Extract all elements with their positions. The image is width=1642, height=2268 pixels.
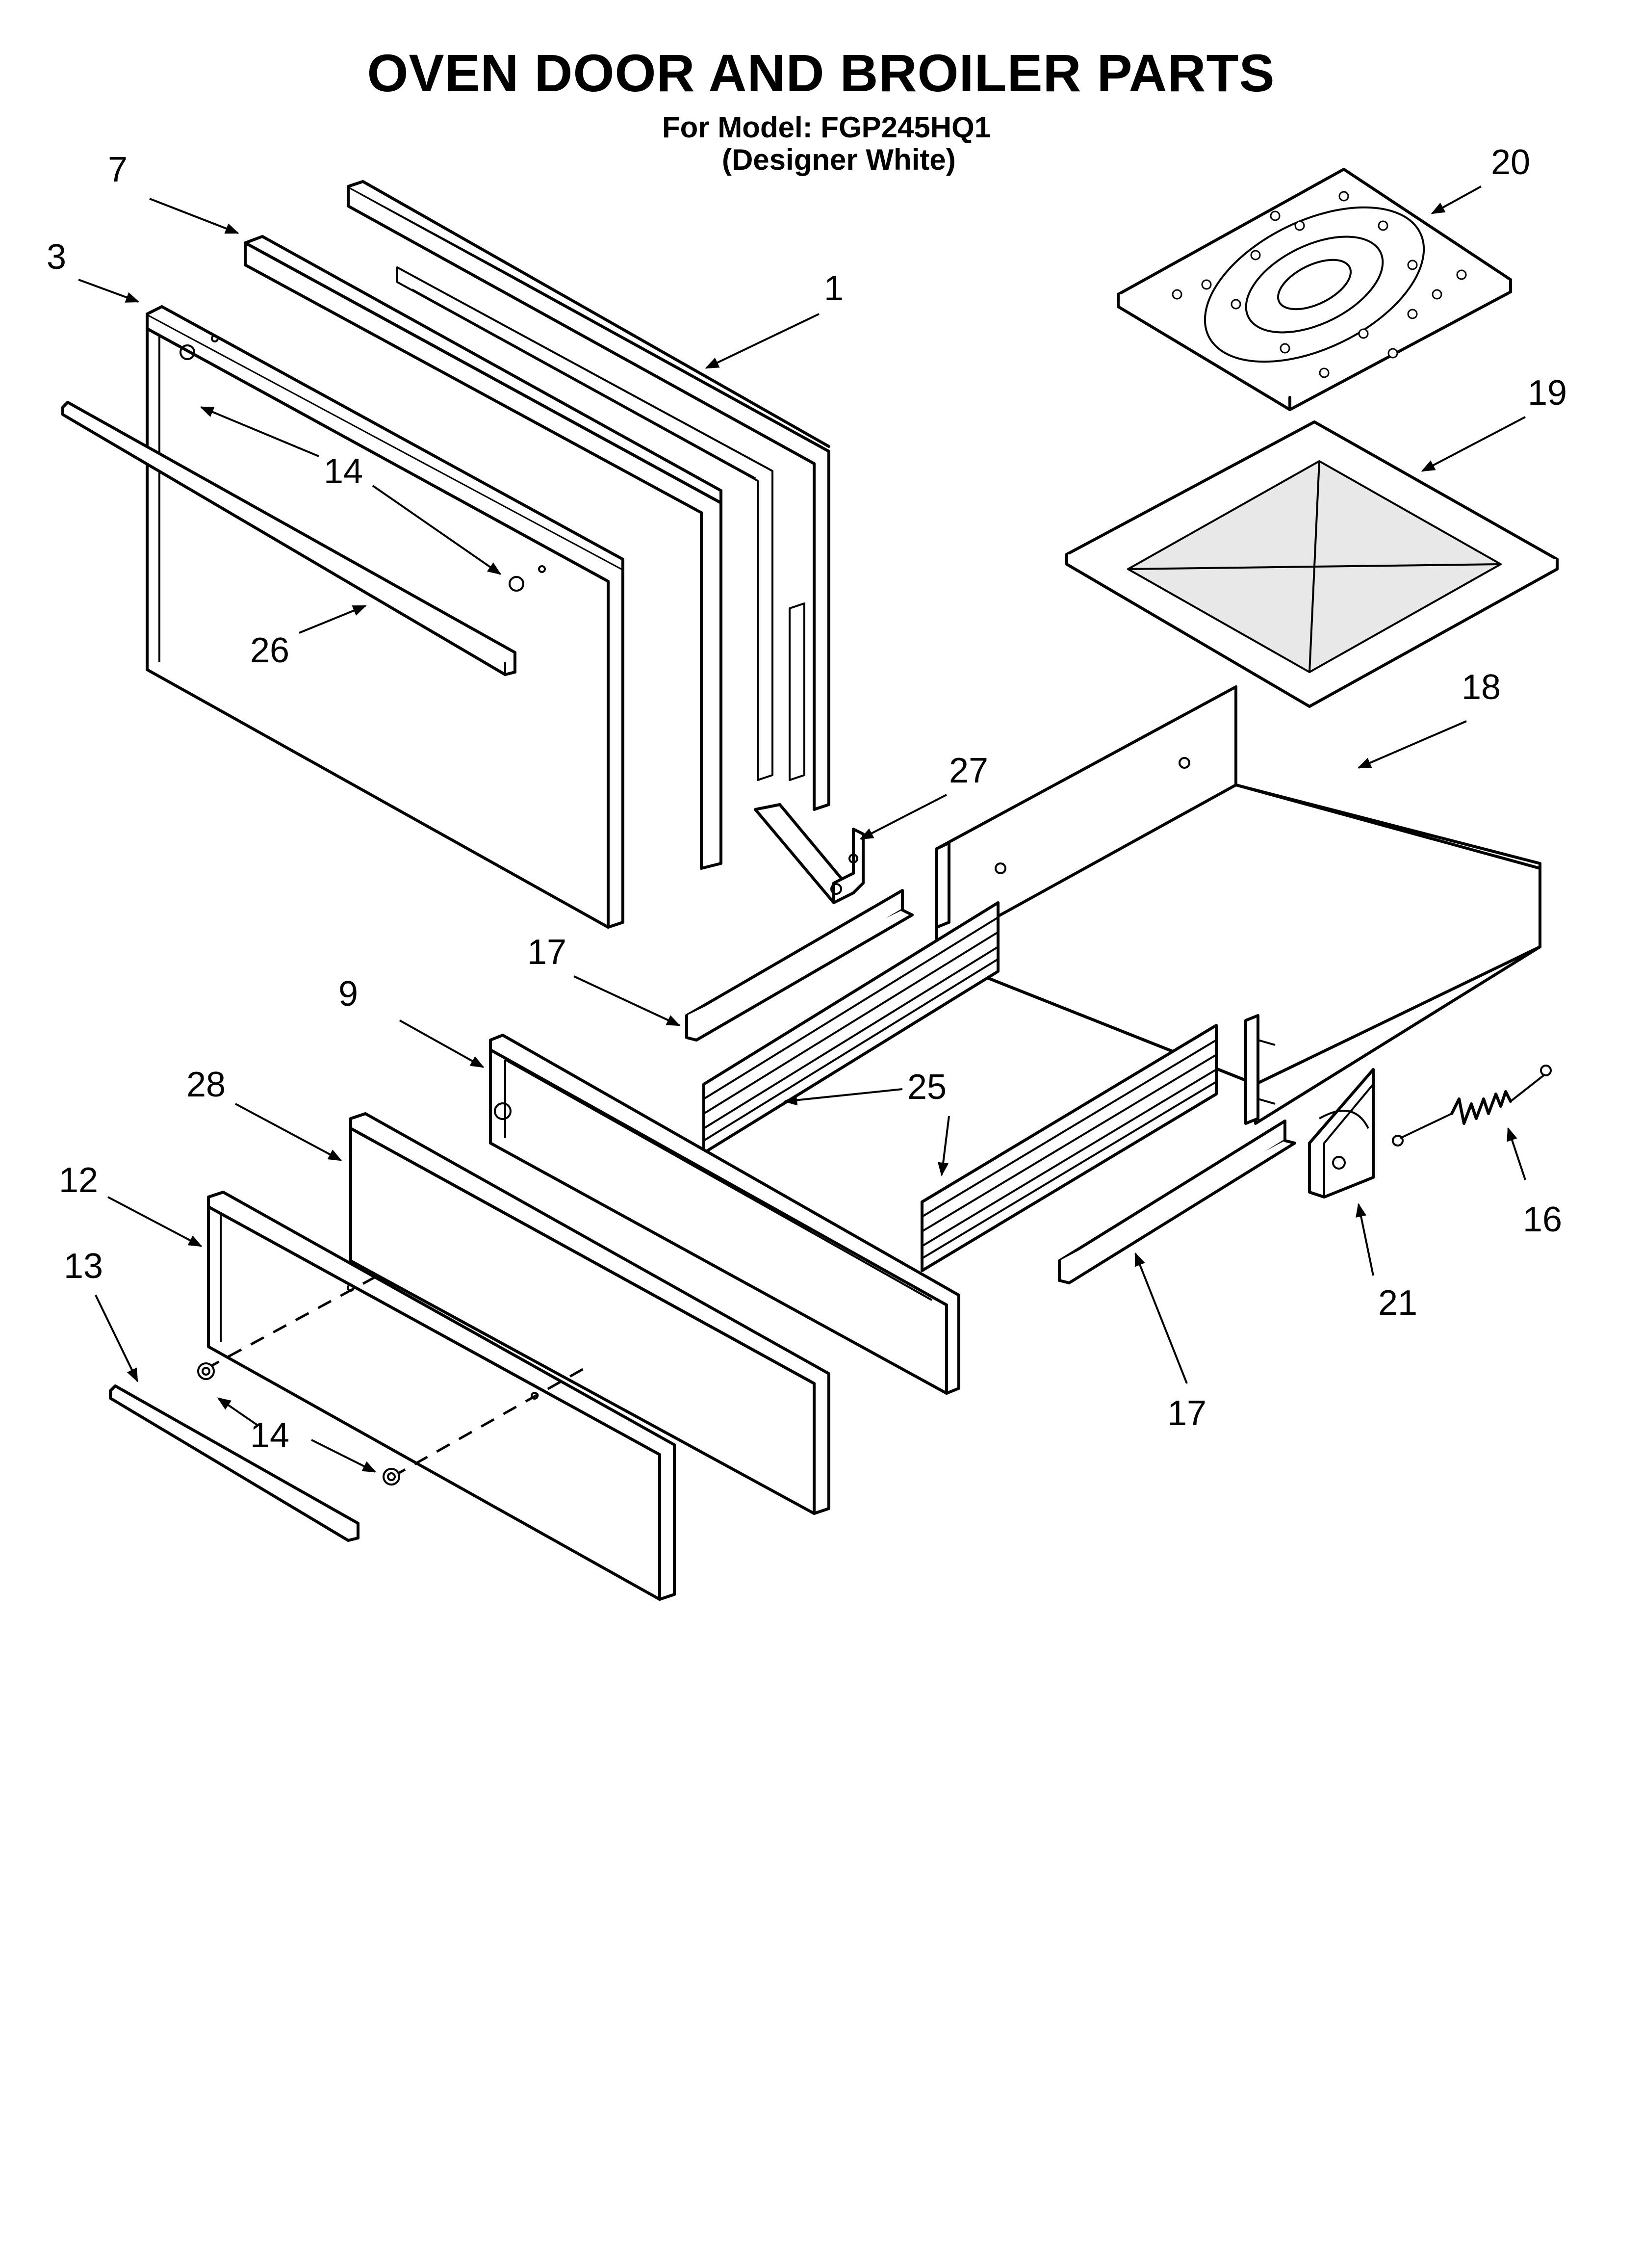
model-line: For Model: FGP245HQ1	[662, 111, 991, 144]
part-1-door-liner	[347, 180, 830, 811]
callout-18: 18	[1462, 668, 1501, 707]
part-17-angle-brackets	[685, 889, 1296, 1284]
variant-line: (Designer White)	[722, 143, 956, 176]
part-28-lower-insulation	[349, 1112, 830, 1515]
part-18-broiler-drawer	[935, 685, 1541, 1125]
callout-14-upper: 14	[324, 452, 363, 491]
callout-labels: 7 3 1 14 26 20 19 18 27 17 9 25 28 12 13…	[47, 143, 1567, 1455]
part-7-door-insulation	[244, 235, 722, 870]
part-26-door-handle	[61, 401, 516, 676]
part-14-lower-nuts	[197, 1362, 400, 1486]
callout-19: 19	[1528, 373, 1567, 413]
callout-25: 25	[907, 1068, 947, 1107]
fastener-alignment-lines	[205, 1272, 585, 1478]
part-3-outer-door-panel	[146, 305, 624, 929]
callout-27: 27	[949, 751, 988, 790]
callout-13: 13	[64, 1247, 103, 1286]
callout-16: 16	[1523, 1200, 1562, 1239]
callout-28: 28	[186, 1065, 226, 1104]
page-title: OVEN DOOR AND BROILER PARTS	[367, 43, 1275, 103]
callout-26: 26	[250, 631, 289, 670]
part-16-spring	[1392, 1065, 1552, 1147]
callout-7: 7	[108, 150, 128, 189]
part-9-lower-door-frame	[489, 1034, 960, 1395]
leader-lines	[78, 185, 1526, 1473]
callout-12: 12	[59, 1161, 98, 1200]
callout-21: 21	[1378, 1283, 1417, 1323]
callout-17-upper: 17	[527, 933, 566, 972]
part-19-broiler-pan	[1065, 420, 1559, 708]
part-25-drawer-slides	[702, 901, 1218, 1272]
callout-17-lower: 17	[1167, 1394, 1206, 1433]
callout-9: 9	[338, 974, 358, 1014]
part-13-lower-handle	[109, 1384, 359, 1542]
part-12-lower-outer-panel	[207, 1191, 676, 1601]
callout-14-lower: 14	[250, 1416, 289, 1455]
part-27-door-hinge	[754, 803, 865, 904]
part-21-drawer-bracket	[1308, 1068, 1375, 1199]
callout-20: 20	[1491, 143, 1530, 182]
callout-3: 3	[47, 237, 66, 277]
part-20-broiler-pan-cover	[1117, 168, 1512, 411]
callout-1: 1	[824, 269, 844, 308]
